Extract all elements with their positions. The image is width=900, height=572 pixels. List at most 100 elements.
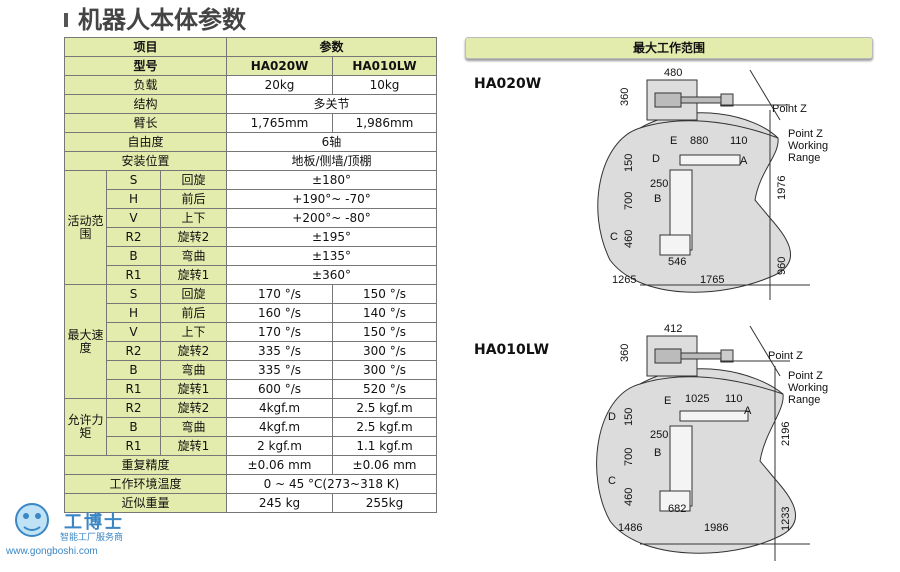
row-value: ±135°: [226, 246, 437, 266]
row-value: +190°~ -70°: [226, 189, 437, 209]
point-d: D: [652, 153, 660, 165]
row-label: 安装位置: [64, 151, 227, 171]
row-value-2: 520 °/s: [332, 379, 437, 399]
label-point-z: Point Z: [772, 103, 807, 115]
label-point-z-2: Point Z: [788, 370, 823, 382]
row-value-1: ±0.06 mm: [226, 455, 333, 475]
dim-546: 546: [668, 256, 686, 268]
row-value: 0 ~ 45 °C(273~318 K): [226, 474, 437, 494]
row-value-1: 4kgf.m: [226, 417, 333, 437]
row-value-2: ±0.06 mm: [332, 455, 437, 475]
motion-label: 弯曲: [160, 360, 227, 380]
dim-top-w: 480: [664, 67, 682, 79]
row-value-2: 150 °/s: [332, 284, 437, 304]
work-envelope: [597, 112, 792, 293]
row-value-1: 600 °/s: [226, 379, 333, 399]
row-label: 近似重量: [64, 493, 227, 513]
motion-label: 旋转2: [160, 341, 227, 361]
dim-top-h: 360: [619, 344, 631, 362]
motion-label: 回旋: [160, 284, 227, 304]
group-label: 允许力矩: [64, 398, 107, 456]
axis-label: B: [106, 360, 161, 380]
row-value-1: 160 °/s: [226, 303, 333, 323]
work-range-header: 最大工作范围: [465, 37, 873, 59]
work-range-diagram-2: 412 360 1025 110 150 700 250 460 682 148…: [596, 323, 828, 561]
dim-top-w: 412: [664, 323, 682, 335]
motion-label: 弯曲: [160, 417, 227, 437]
work-range-diagram-1: 480 360 880 110 150 700 250 460 546 1265…: [597, 67, 828, 300]
row-value-2: 2.5 kgf.m: [332, 398, 437, 418]
dim-height: 1976: [776, 176, 788, 200]
motion-label: 旋转1: [160, 265, 227, 285]
point-c: C: [608, 475, 616, 487]
model-label: 型号: [64, 56, 227, 76]
dim-460: 460: [623, 230, 635, 248]
point-a: A: [740, 155, 748, 167]
group-label: 最大速度: [64, 284, 107, 399]
logo-subtitle: 智能工厂服务商: [60, 533, 124, 543]
dim-682: 682: [668, 503, 686, 515]
logo-text: 工博士: [64, 512, 124, 533]
row-label: 工作环境温度: [64, 474, 227, 494]
axis-label: R2: [106, 398, 161, 418]
row-value-2: 10kg: [332, 75, 437, 95]
motion-label: 回旋: [160, 170, 227, 190]
point-c: C: [610, 231, 618, 243]
row-value-2: 150 °/s: [332, 322, 437, 342]
row-value: +200°~ -80°: [226, 208, 437, 228]
label-range: Range: [788, 394, 820, 406]
axis-label: R2: [106, 341, 161, 361]
row-value-1: 335 °/s: [226, 341, 333, 361]
dim-top-h: 360: [619, 88, 631, 106]
row-value-2: 1,986mm: [332, 113, 437, 133]
dim-left: 1486: [618, 522, 642, 534]
table-row: 安装位置地板/侧墙/顶棚: [64, 151, 437, 171]
dim-700: 700: [623, 448, 635, 466]
point-d: D: [608, 411, 616, 423]
dim-150: 150: [623, 154, 635, 172]
row-value: 地板/侧墙/顶棚: [226, 151, 437, 171]
row-label: 重复精度: [64, 455, 227, 475]
dim-base: 960: [776, 257, 788, 275]
axis-label: H: [106, 303, 161, 323]
axis-label: S: [106, 284, 161, 304]
row-value: ±360°: [226, 265, 437, 285]
axis-label: R1: [106, 379, 161, 399]
dim-height: 2196: [780, 422, 792, 446]
axis-label: V: [106, 322, 161, 342]
row-value-1: 4kgf.m: [226, 398, 333, 418]
row-value-2: 1.1 kgf.m: [332, 436, 437, 456]
axis-label: V: [106, 208, 161, 228]
page-title-wrap: 机器人本体参数: [64, 0, 246, 35]
axis-label: R1: [106, 265, 161, 285]
axis-label: H: [106, 189, 161, 209]
row-value-1: 170 °/s: [226, 322, 333, 342]
dim-700: 700: [623, 192, 635, 210]
motion-label: 上下: [160, 208, 227, 228]
axis-label: R1: [106, 436, 161, 456]
motion-label: 上下: [160, 322, 227, 342]
point-e: E: [664, 395, 671, 407]
axis-label: R2: [106, 227, 161, 247]
row-value-1: 170 °/s: [226, 284, 333, 304]
motion-label: 旋转2: [160, 398, 227, 418]
table-row: 重复精度±0.06 mm±0.06 mm: [64, 455, 437, 475]
title-marker: [64, 12, 68, 27]
motion-label: 前后: [160, 303, 227, 323]
dim-reach-b: 110: [730, 135, 748, 147]
table-row: 项目参数: [64, 37, 437, 57]
row-value-2: 255kg: [332, 493, 437, 513]
point-b: B: [654, 193, 661, 205]
point-a: A: [744, 405, 752, 417]
